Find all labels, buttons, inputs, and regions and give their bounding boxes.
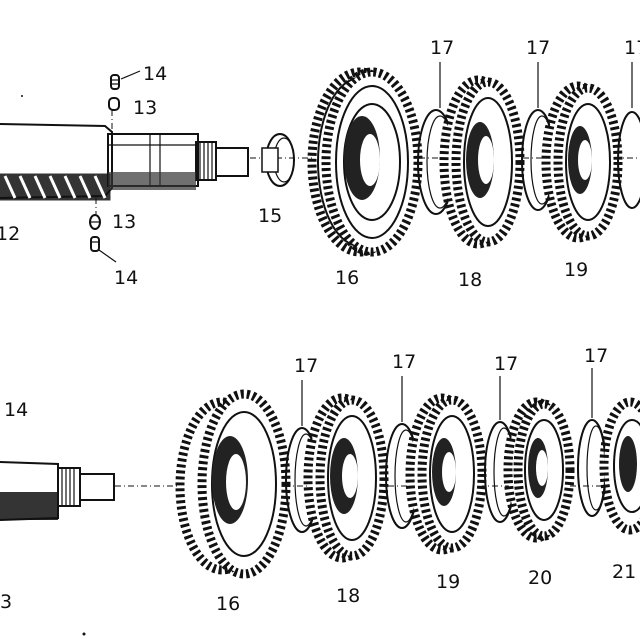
label-bottom-14: 14 xyxy=(4,399,28,421)
label-top-13-lower: 13 xyxy=(112,211,136,233)
scan-speck xyxy=(21,95,23,97)
label-bottom-17-d: 17 xyxy=(584,345,608,367)
label-top-15: 15 xyxy=(258,205,282,227)
bottom-assembly: 14 3 16 17 17 17 17 18 19 20 21 xyxy=(0,345,640,615)
label-top-18: 18 xyxy=(458,269,482,291)
top-gear-18 xyxy=(439,75,525,249)
top-pin-lower xyxy=(90,236,100,252)
top-ring-15 xyxy=(261,133,295,187)
top-gear-19 xyxy=(541,81,623,243)
bottom-gear-16 xyxy=(175,389,291,579)
top-ball-lower xyxy=(89,214,101,230)
label-bottom-17-b: 17 xyxy=(392,351,416,373)
top-shaft xyxy=(0,123,249,201)
label-top-19: 19 xyxy=(564,259,588,281)
bottom-gear-20 xyxy=(503,397,575,543)
bottom-shaft-thread xyxy=(57,467,81,507)
bottom-gear-18 xyxy=(303,393,389,563)
label-bottom-16: 16 xyxy=(216,593,240,615)
label-bottom-19: 19 xyxy=(436,571,460,593)
bottom-gear-21 xyxy=(599,397,640,535)
top-gear-16 xyxy=(307,67,423,257)
bottom-gear-19 xyxy=(405,393,487,555)
label-bottom-18: 18 xyxy=(336,585,360,607)
top-ball-upper xyxy=(108,97,120,111)
label-top-12: 12 xyxy=(0,223,20,245)
top-pin-upper xyxy=(110,74,120,90)
top-ring-17c xyxy=(617,111,640,209)
label-top-16: 16 xyxy=(335,267,359,289)
label-bottom-13: 3 xyxy=(0,591,12,613)
scan-speck xyxy=(82,632,86,636)
top-assembly: 14 13 12 13 14 15 16 17 17 17 18 19 xyxy=(0,37,640,291)
label-top-17-b: 17 xyxy=(526,37,550,59)
label-bottom-17-a: 17 xyxy=(294,355,318,377)
bottom-shaft xyxy=(0,461,115,521)
label-top-17-c: 17 xyxy=(624,37,640,59)
label-bottom-21: 21 xyxy=(612,561,636,583)
label-bottom-17-c: 17 xyxy=(494,353,518,375)
label-top-13-upper: 13 xyxy=(133,97,157,119)
label-bottom-20: 20 xyxy=(528,567,552,589)
label-top-14-lower: 14 xyxy=(114,267,138,289)
label-top-14-upper: 14 xyxy=(143,63,167,85)
label-top-17-a: 17 xyxy=(430,37,454,59)
